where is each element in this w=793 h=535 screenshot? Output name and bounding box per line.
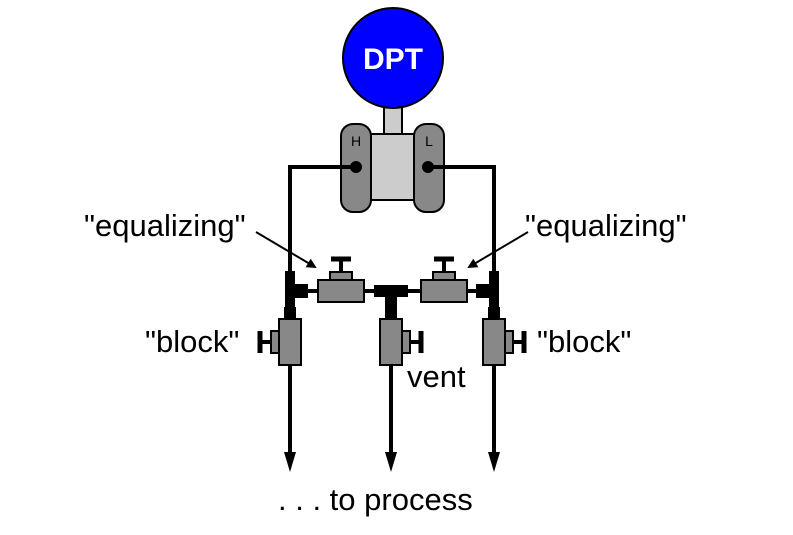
equalizing-right-label: "equalizing"	[525, 208, 687, 243]
block-valve-left-body	[278, 318, 302, 366]
right-block-top-fitting	[488, 307, 500, 319]
block-valve-right-bonnet	[504, 330, 514, 354]
equalizing-left-pointer	[255, 231, 317, 269]
equalizing-valve-right-body	[420, 279, 468, 303]
transmitter-body	[367, 133, 419, 201]
left-block-top-fitting	[284, 307, 296, 319]
dpt-transmitter: DPT H L	[340, 7, 445, 213]
equalizing-valve-left	[317, 256, 365, 303]
vent-valve-body	[379, 318, 403, 366]
block-valve-left-bonnet	[270, 330, 280, 354]
equalizing-valve-right	[420, 256, 468, 303]
low-port-label: L	[425, 133, 433, 149]
right-tee-cap	[476, 284, 490, 298]
label-pointers	[255, 231, 529, 269]
process-label: . . . to process	[278, 482, 473, 517]
vent-top-fitting	[385, 310, 397, 320]
arrow-center	[385, 452, 397, 472]
block-left-label: "block"	[145, 324, 239, 359]
center-tee-fitting	[374, 285, 408, 297]
equalizing-right-pointer	[467, 231, 529, 269]
equalizing-valve-right-bonnet	[432, 271, 456, 281]
equalizing-left-label: "equalizing"	[84, 208, 246, 243]
right-tee-fitting	[489, 271, 499, 309]
arrow-left	[284, 452, 296, 472]
block-valve-right-body	[482, 318, 506, 366]
vent-valve-bonnet	[401, 330, 411, 354]
left-tee-fitting	[285, 271, 295, 309]
high-port-label: H	[351, 133, 361, 149]
fittings	[284, 271, 500, 320]
vent-label: vent	[407, 359, 466, 394]
block-right-label: "block"	[537, 324, 631, 359]
vent-valve	[379, 318, 424, 366]
equalizing-valve-left-bonnet	[329, 271, 353, 281]
dpt-circle	[342, 7, 444, 109]
center-tee-drop	[385, 292, 397, 310]
equalizing-valve-left-body	[317, 279, 365, 303]
block-valve-right	[482, 318, 527, 366]
block-valve-left	[257, 318, 302, 366]
left-tee-cap	[294, 284, 308, 298]
process-arrows	[284, 452, 500, 472]
arrow-right	[488, 452, 500, 472]
dpt-label: DPT	[363, 43, 423, 76]
